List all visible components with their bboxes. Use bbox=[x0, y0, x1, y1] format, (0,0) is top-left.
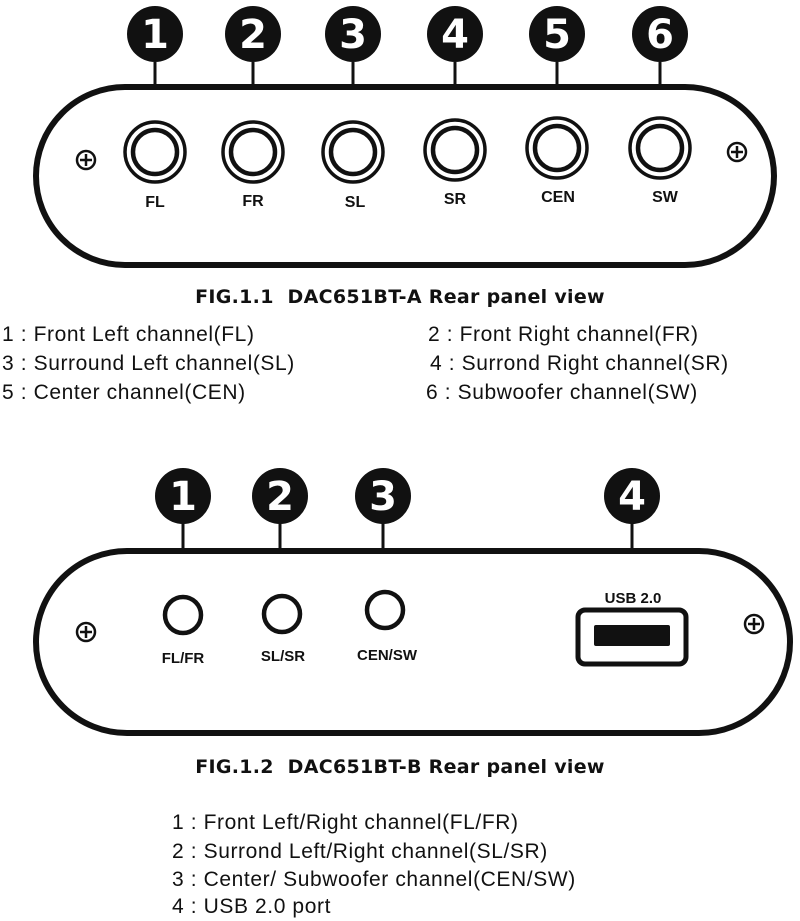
panel-b: FL/FR SL/SR CEN/SW USB 2.0 1 2 3 4 bbox=[33, 468, 793, 736]
callout-number: 1 bbox=[169, 474, 197, 520]
rca-jack-icon bbox=[221, 120, 285, 184]
callout-marker: 3 bbox=[325, 6, 381, 62]
callout-marker: 5 bbox=[529, 6, 585, 62]
rca-jack-icon bbox=[628, 116, 692, 180]
panel-b-housing bbox=[33, 548, 793, 736]
legend-item: 1 : Front Left/Right channel(FL/FR) bbox=[172, 811, 519, 834]
callout-marker: 4 bbox=[427, 6, 483, 62]
callout-number: 2 bbox=[266, 474, 294, 520]
port-label-cen: CEN bbox=[541, 189, 575, 206]
callout-number: 6 bbox=[646, 12, 674, 58]
legend-item: 4 : Surrond Right channel(SR) bbox=[430, 352, 729, 375]
callout-number: 5 bbox=[543, 12, 571, 58]
callout-number: 1 bbox=[141, 12, 169, 58]
usb-port-icon bbox=[575, 607, 689, 667]
port-label-sl-sr: SL/SR bbox=[261, 648, 305, 665]
rca-jack-icon bbox=[525, 116, 589, 180]
port-label-sw: SW bbox=[652, 189, 679, 206]
port-label-fl: FL bbox=[145, 194, 165, 211]
callout-marker: 3 bbox=[355, 468, 411, 524]
callout-marker: 2 bbox=[225, 6, 281, 62]
port-label-fr: FR bbox=[242, 193, 264, 210]
callout-number: 4 bbox=[441, 12, 469, 58]
audio-jack-icon bbox=[162, 594, 204, 636]
audio-jack-icon bbox=[364, 589, 406, 631]
legend-item: 2 : Front Right channel(FR) bbox=[428, 323, 699, 346]
callout-number: 2 bbox=[239, 12, 267, 58]
usb-label: USB 2.0 bbox=[605, 590, 662, 607]
rca-jack-icon bbox=[423, 118, 487, 182]
legend-item: 2 : Surrond Left/Right channel(SL/SR) bbox=[172, 840, 548, 863]
callout-number: 3 bbox=[339, 12, 367, 58]
callout-marker: 6 bbox=[632, 6, 688, 62]
screw-icon bbox=[726, 141, 748, 163]
figure-caption-a: FIG.1.1 DAC651BT-A Rear panel view bbox=[195, 286, 605, 308]
legend-item: 3 : Center/ Subwoofer channel(CEN/SW) bbox=[172, 868, 576, 891]
callout-marker: 1 bbox=[155, 468, 211, 524]
callout-number: 3 bbox=[369, 474, 397, 520]
screw-icon bbox=[743, 613, 765, 635]
figure-caption-b: FIG.1.2 DAC651BT-B Rear panel view bbox=[195, 756, 605, 778]
legend-item: 1 : Front Left channel(FL) bbox=[2, 323, 255, 346]
callout-marker: 4 bbox=[604, 468, 660, 524]
screw-icon bbox=[75, 621, 97, 643]
screw-icon bbox=[75, 149, 97, 171]
port-label-cen-sw: CEN/SW bbox=[357, 647, 418, 664]
callout-marker: 2 bbox=[252, 468, 308, 524]
callout-number: 4 bbox=[618, 474, 646, 520]
rca-jack-icon bbox=[321, 120, 385, 184]
legend-item: 4 : USB 2.0 port bbox=[172, 895, 332, 918]
panel-a: FL FR SL SR CEN SW 1 2 3 4 5 6 bbox=[33, 6, 777, 268]
legend-item: 6 : Subwoofer channel(SW) bbox=[426, 381, 698, 404]
port-label-fl-fr: FL/FR bbox=[162, 650, 205, 667]
port-label-sr: SR bbox=[444, 191, 467, 208]
legend-item: 3 : Surround Left channel(SL) bbox=[2, 352, 295, 375]
panel-a-housing bbox=[33, 84, 777, 268]
rca-jack-icon bbox=[123, 120, 187, 184]
audio-jack-icon bbox=[261, 593, 303, 635]
legend-item: 5 : Center channel(CEN) bbox=[2, 381, 246, 404]
port-label-sl: SL bbox=[345, 194, 366, 211]
callout-marker: 1 bbox=[127, 6, 183, 62]
